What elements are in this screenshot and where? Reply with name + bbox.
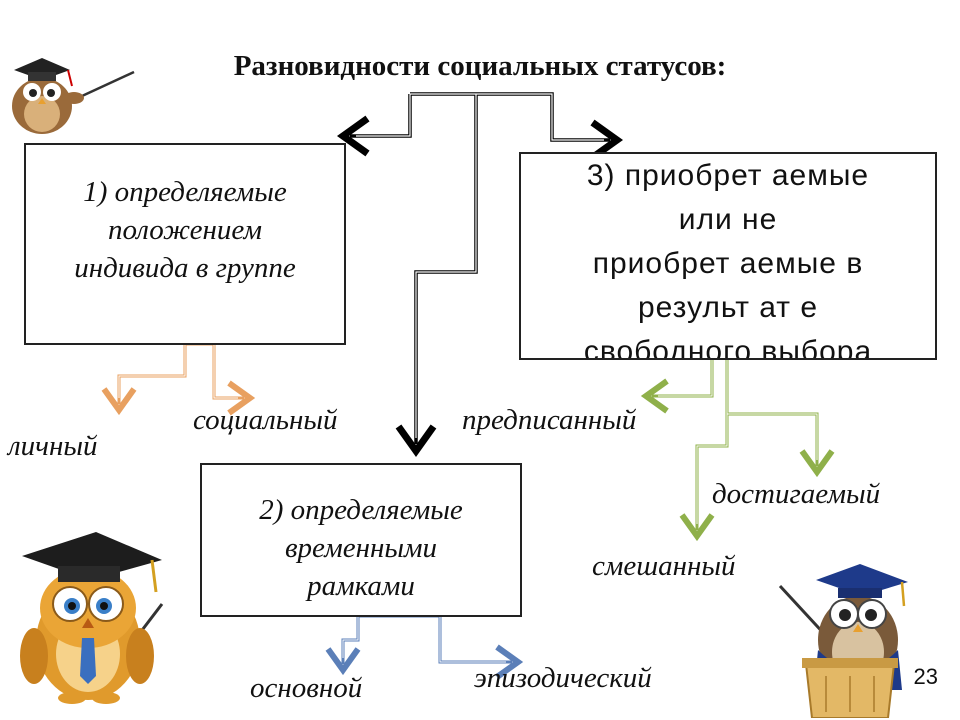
owl-graduate-icon [20,532,164,704]
page-title: Разновидности социальных статусов: [233,50,727,82]
connector-to-box1 [336,94,417,157]
label-achieved: достигаемый [712,478,881,510]
box1-line-2: положением [107,214,263,246]
box-temporal-status: 2) определяемые временными рамками [200,463,522,617]
box-acquired-status: 3) приобрет аемые или не приобрет аемые … [519,152,937,360]
blue-connectors [325,614,524,680]
label-prescribed: предписанный [462,404,637,436]
box2-line-3: рамками [307,570,415,602]
label-social: социальный [193,404,338,436]
box2-line-2: временными [284,532,438,564]
box3-line-2: или не [678,203,778,236]
box-positional-status: 1) определяемые положением индивида в гр… [24,143,346,345]
label-personal: личный [8,430,98,462]
owl-lectern-icon [778,564,908,718]
connector-top [410,92,624,161]
orange-connectors [101,342,256,416]
page-number: 23 [913,664,938,689]
label-episodic: эпизодический [474,662,652,694]
box3-line-1: 3) приобрет аемые [586,159,870,192]
box1-line-3: индивида в группе [74,252,296,284]
label-basic: основной [250,672,363,704]
box2-line-1: 2) определяемые [259,494,463,526]
label-mixed: смешанный [592,550,736,582]
box3-line-3: приобрет аемые в [592,247,864,280]
connector-to-box2 [395,94,478,458]
box3-line-5: свободного выбора [583,335,873,360]
owl-pointer-icon [12,58,135,134]
box3-line-4: результ ат е [637,291,819,324]
box1-line-1: 1) определяемые [83,176,287,208]
